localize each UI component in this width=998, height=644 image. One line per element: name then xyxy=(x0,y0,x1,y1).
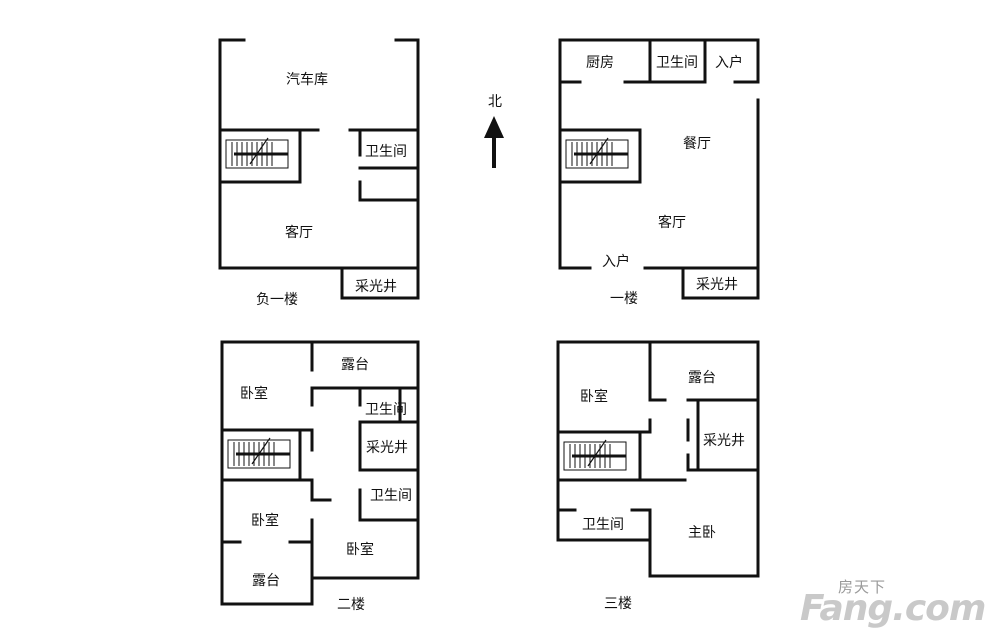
room-entrance: 入户 xyxy=(602,254,630,270)
room-living: 客厅 xyxy=(285,225,313,241)
room-lightwell: 采光井 xyxy=(355,279,397,295)
stair-symbol xyxy=(225,137,289,169)
room-bathroom: 卫生间 xyxy=(656,55,698,71)
room-bedroom: 卧室 xyxy=(240,386,268,402)
room-kitchen: 厨房 xyxy=(586,55,614,71)
watermark-cn: 房天下 xyxy=(838,578,887,596)
floor-label-third: 三楼 xyxy=(604,596,632,612)
north-arrow-icon xyxy=(484,116,504,168)
room-bathroom: 卫生间 xyxy=(370,488,412,504)
floor-label-second: 二楼 xyxy=(337,597,365,613)
room-terrace: 露台 xyxy=(252,573,280,589)
room-entrance: 入户 xyxy=(715,55,743,71)
room-lightwell: 采光井 xyxy=(366,440,408,456)
room-terrace: 露台 xyxy=(688,370,716,386)
room-living: 客厅 xyxy=(658,215,686,231)
room-bedroom: 卧室 xyxy=(251,513,279,529)
room-dining: 餐厅 xyxy=(683,136,711,152)
north-label: 北 xyxy=(488,94,502,110)
stair-symbol xyxy=(563,439,627,471)
first-floor-walls xyxy=(558,38,760,300)
third-floor-walls xyxy=(556,340,760,578)
room-lightwell: 采光井 xyxy=(703,433,745,449)
floor-label-basement: 负一楼 xyxy=(256,292,298,308)
room-lightwell: 采光井 xyxy=(696,277,738,293)
room-bathroom: 卫生间 xyxy=(365,144,407,160)
basement-walls xyxy=(218,38,420,300)
stair-symbol xyxy=(565,137,629,169)
floor-label-first: 一楼 xyxy=(610,291,638,307)
room-terrace: 露台 xyxy=(341,357,369,373)
room-bathroom: 卫生间 xyxy=(365,402,407,418)
stair-symbol xyxy=(227,437,291,469)
watermark-logo: 房天下 Fang.com xyxy=(800,574,990,634)
room-master-bedroom: 主卧 xyxy=(688,525,716,541)
room-bedroom: 卧室 xyxy=(346,542,374,558)
room-garage: 汽车库 xyxy=(286,72,328,88)
room-bedroom: 卧室 xyxy=(580,389,608,405)
stairs-symbols xyxy=(225,137,629,471)
watermark-en: Fang.com xyxy=(800,588,986,629)
second-floor-walls xyxy=(220,340,420,606)
room-bathroom: 卫生间 xyxy=(582,517,624,533)
